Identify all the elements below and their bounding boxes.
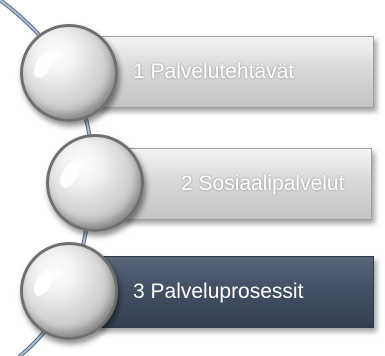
step-label-1: 1 Palvelutehtävät [133, 60, 295, 83]
step-banner-2[interactable]: 2 Sosiaalipalvelut [122, 148, 372, 220]
step-banner-3[interactable]: 3 Palveluprosessit [96, 256, 374, 328]
step-label-3: 3 Palveluprosessit [133, 280, 304, 303]
sphere-icon-1 [20, 24, 118, 122]
sphere-icon-2 [46, 134, 144, 232]
step-banner-1[interactable]: 1 Palvelutehtävät [96, 36, 374, 108]
step-label-2: 2 Sosiaalipalvelut [181, 172, 345, 195]
sphere-icon-3 [20, 242, 118, 340]
